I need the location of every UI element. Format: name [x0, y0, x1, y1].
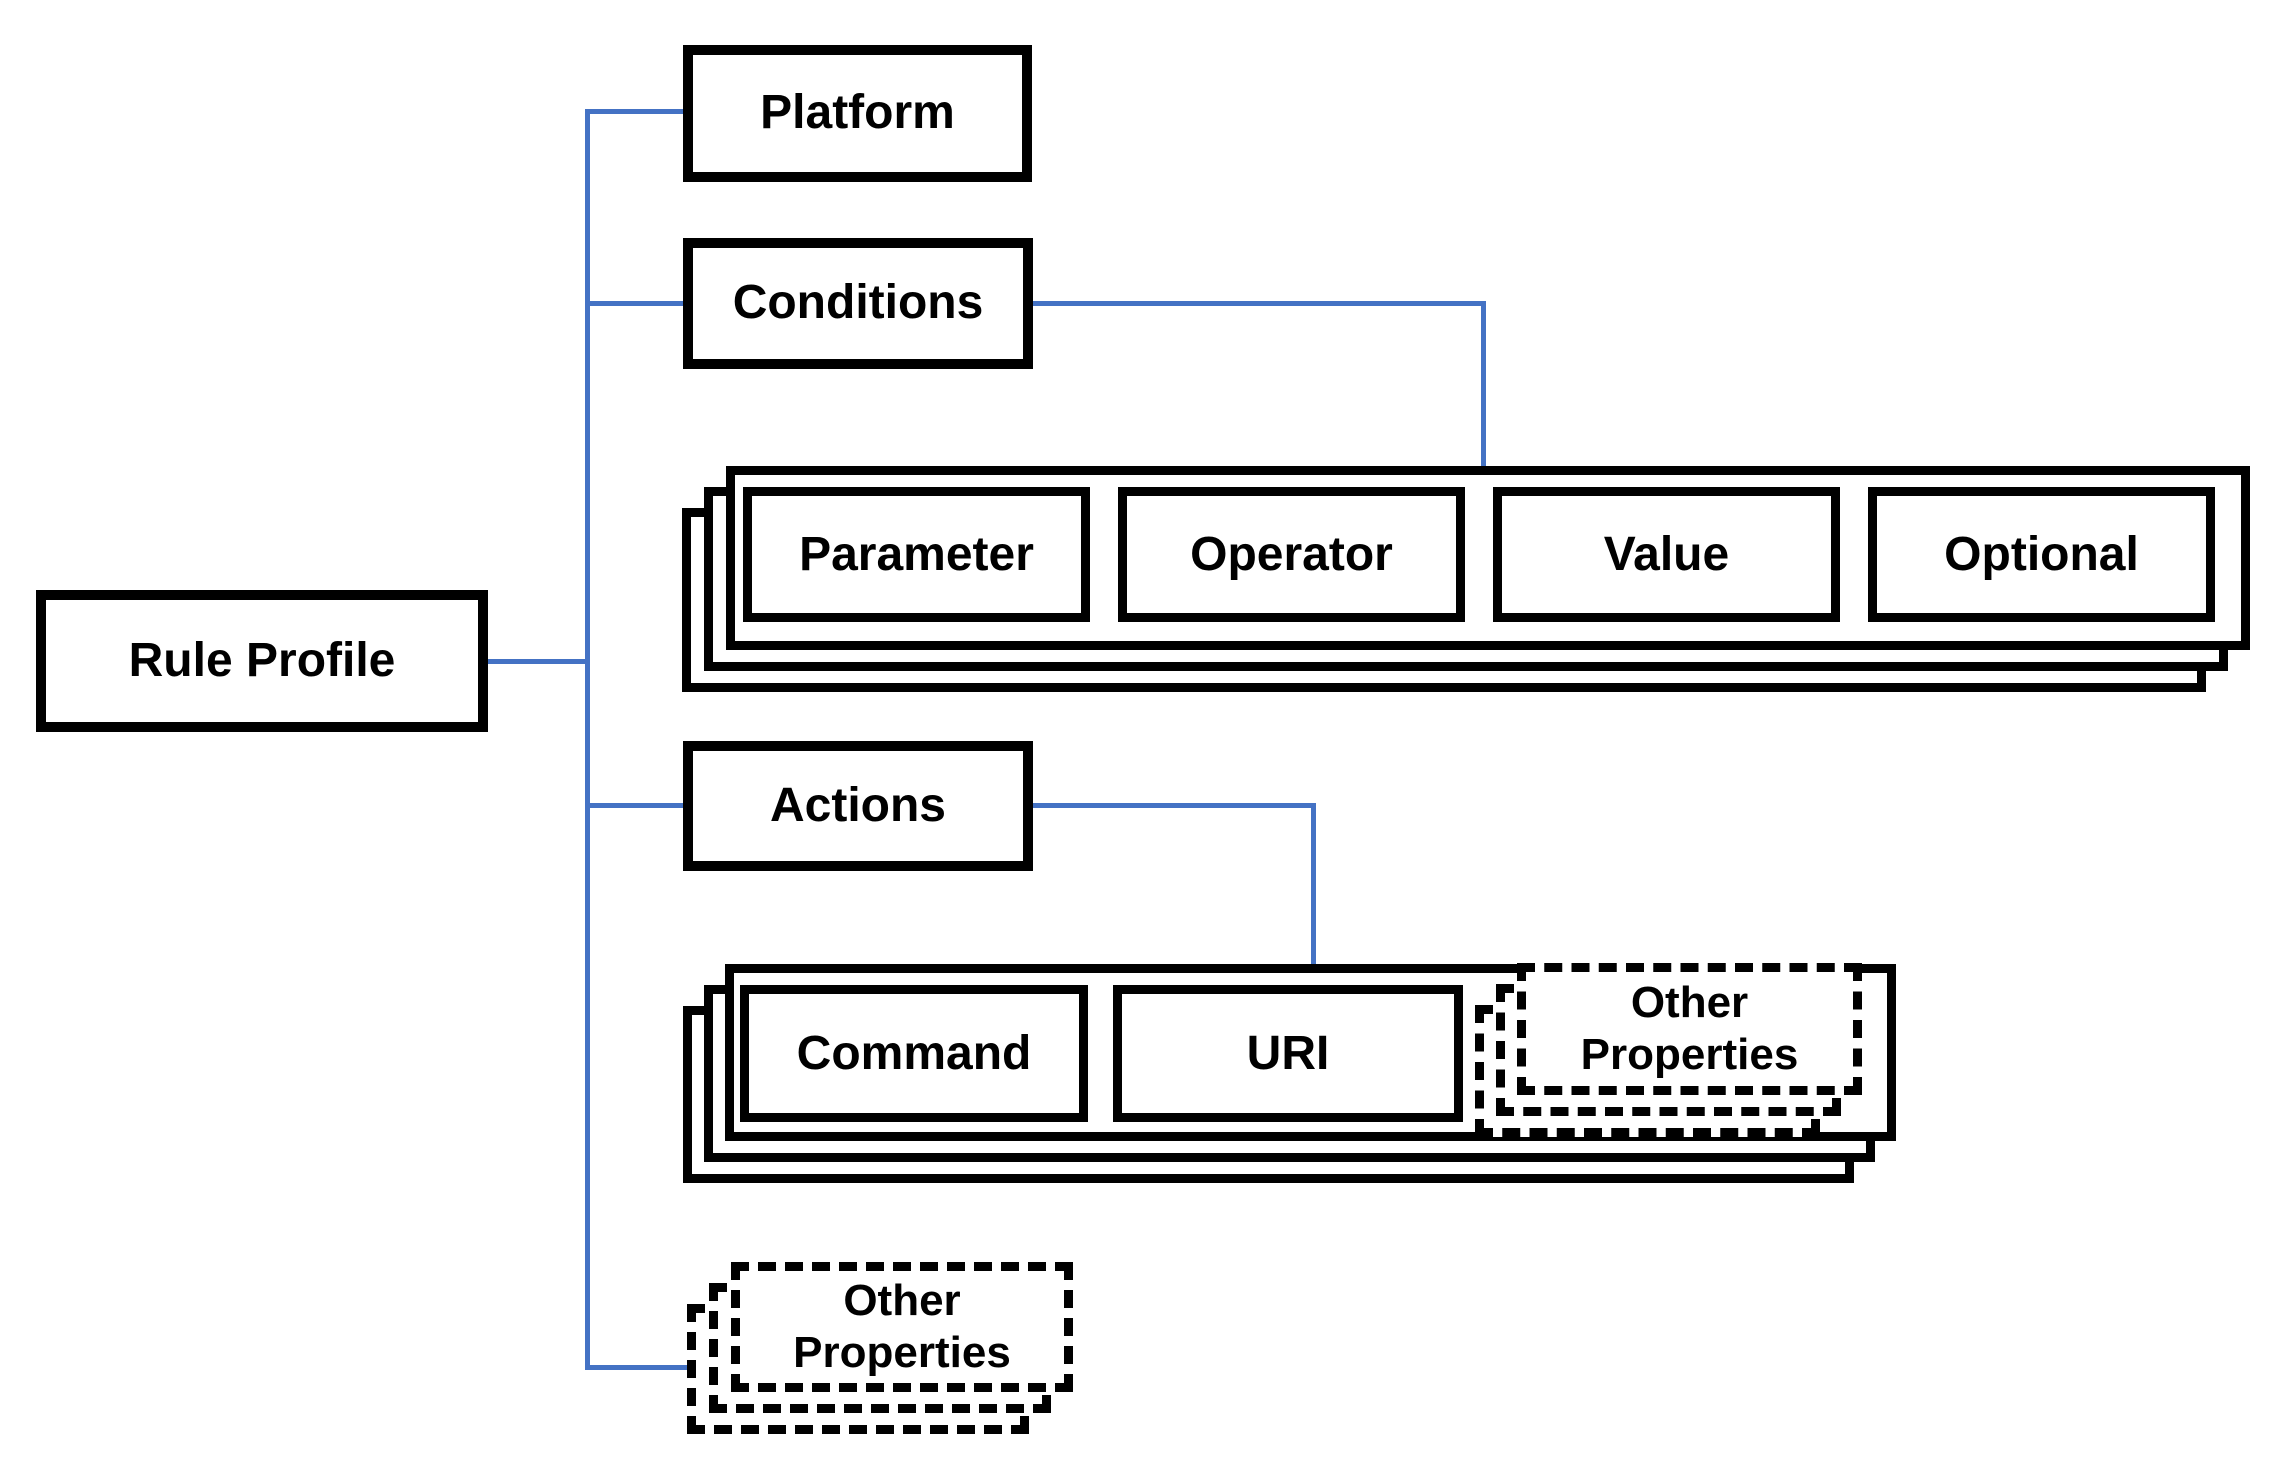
- platform-box: Platform: [683, 45, 1032, 182]
- value-box: Value: [1493, 487, 1840, 622]
- connector-actions-stack-vertical-line: [1311, 803, 1316, 969]
- platform-label: Platform: [760, 86, 955, 140]
- connector-conditions-stack-vertical-line: [1481, 301, 1486, 471]
- connector-conditions-stack-horizontal-line: [1030, 301, 1486, 306]
- uri-label: URI: [1246, 1027, 1330, 1080]
- conditions-box: Conditions: [683, 238, 1033, 369]
- parameter-box: Parameter: [743, 487, 1090, 622]
- connector-other-properties-line: [585, 1365, 692, 1370]
- other-properties-box: Other Properties: [731, 1262, 1073, 1392]
- rule-profile-box: Rule Profile: [36, 590, 488, 732]
- operator-box: Operator: [1118, 487, 1465, 622]
- connector-platform-line: [585, 109, 688, 114]
- other-properties-label: Other Properties: [793, 1276, 1011, 1377]
- command-label: Command: [796, 1027, 1032, 1080]
- actions-label: Actions: [769, 778, 946, 832]
- parameter-label: Parameter: [799, 528, 1034, 581]
- connector-conditions-line: [585, 301, 688, 306]
- command-box: Command: [740, 985, 1088, 1122]
- actions-other-properties-label: Other Properties: [1580, 978, 1799, 1079]
- connector-rule-profile-line: [484, 659, 590, 664]
- uri-box: URI: [1113, 985, 1463, 1122]
- connector-trunk-line: [585, 109, 590, 1370]
- connector-actions-line: [585, 803, 688, 808]
- rule-profile-label: Rule Profile: [128, 633, 396, 687]
- optional-label: Optional: [1944, 528, 2139, 581]
- actions-box: Actions: [683, 741, 1033, 871]
- value-label: Value: [1603, 528, 1730, 581]
- operator-label: Operator: [1190, 528, 1393, 581]
- connector-actions-stack-horizontal-line: [1030, 803, 1316, 808]
- conditions-label: Conditions: [732, 276, 984, 330]
- actions-other-properties-box: Other Properties: [1517, 963, 1862, 1095]
- optional-box: Optional: [1868, 487, 2215, 622]
